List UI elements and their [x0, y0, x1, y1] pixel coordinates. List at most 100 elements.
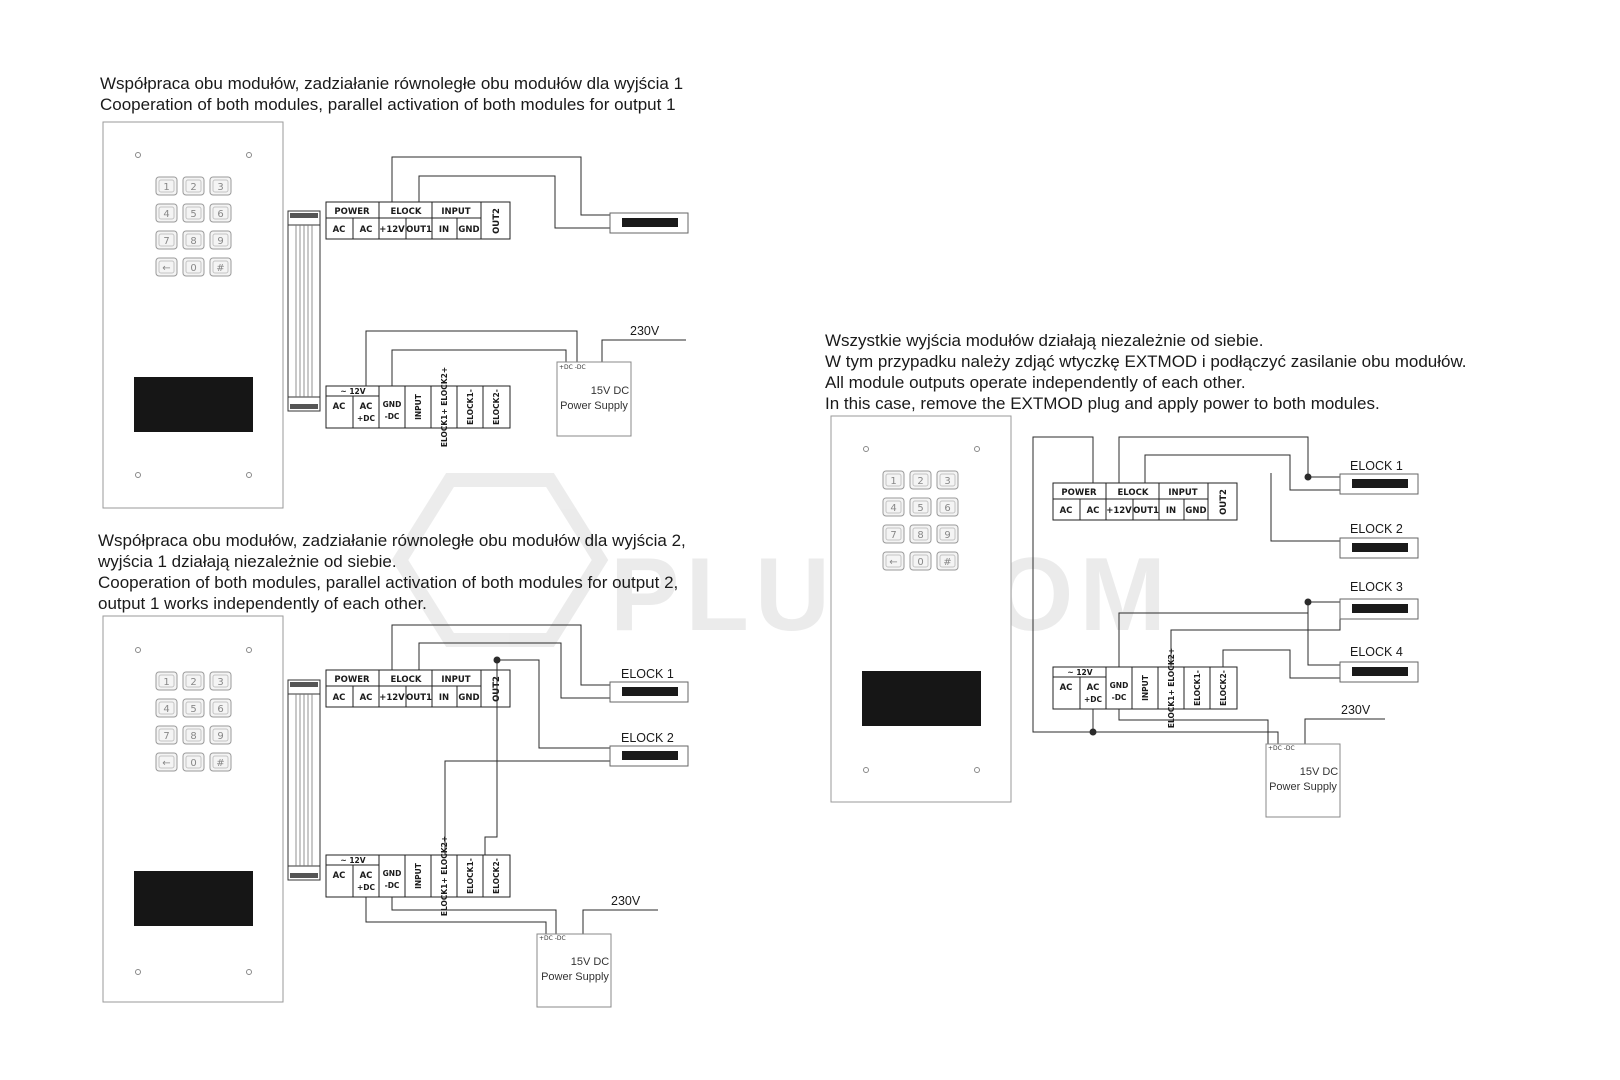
keypad-1-key-inner-1: [185, 179, 202, 193]
term-b-elockplus: ELOCK1+ ELOCK2+: [440, 367, 449, 447]
keypad-3-key-label-5: 6: [944, 503, 950, 514]
term-ac-header: ~ 12V: [1067, 668, 1092, 677]
keypad-3-key-2: [936, 470, 959, 490]
term-gnd: GND: [458, 693, 479, 703]
keypad-2-key-label-10: 0: [190, 758, 196, 769]
keypad-3-key-4: [909, 497, 932, 517]
keypad-1-key-label-10: 0: [190, 263, 196, 274]
electric-lock-3b: ELOCK 2: [1339, 522, 1419, 559]
term-b-ac-left: AC: [333, 871, 346, 881]
keypad-3-key-6: [882, 524, 905, 544]
keypad-2-key-7: [182, 725, 205, 745]
term-b-ac-right: AC: [360, 402, 373, 412]
keypad-1-key-10: [182, 257, 205, 277]
term-b-input: INPUT: [414, 862, 423, 889]
keypad-2-key-9: [155, 752, 178, 772]
wires-1: [365, 156, 686, 386]
term-in: IN: [1166, 506, 1176, 516]
term-b-gnd: GND: [1110, 681, 1129, 690]
elock-label-3-4: ELOCK 4: [1350, 645, 1403, 659]
psu-voltage-1: 15V DC: [591, 385, 630, 397]
keypad-1-key-label-9: ←: [162, 263, 170, 274]
term-ac-1: AC: [1060, 506, 1073, 516]
elock-label-3-3: ELOCK 3: [1350, 580, 1403, 594]
term-12v: +12V: [379, 225, 405, 235]
diagram-3-caption-en: All module outputs operate independently…: [825, 373, 1380, 413]
keypad-2-key-label-1: 2: [190, 677, 196, 688]
keypad-1-key-inner-4: [185, 206, 202, 220]
display-2: [134, 871, 253, 926]
keypad-3-key-inner-5: [939, 500, 956, 514]
term-out1: OUT1: [406, 693, 432, 703]
term-b-gnd: GND: [383, 400, 402, 409]
keypad-1-key-label-7: 8: [190, 236, 196, 247]
keypad-2-key-label-7: 8: [190, 731, 196, 742]
keypad-1-key-label-0: 1: [163, 182, 169, 193]
keypad-3-key-10: [909, 551, 932, 571]
keypad-2-key-inner-1: [185, 674, 202, 688]
keypad-1-key-inner-5: [212, 206, 229, 220]
term-12v: +12V: [379, 693, 405, 703]
term-b-ac-left: AC: [1060, 683, 1073, 693]
term-b-elock2minus: ELOCK2-: [492, 389, 501, 425]
term-b-input: INPUT: [414, 393, 423, 420]
voltage-label-3: 230V: [1341, 703, 1371, 717]
term-power: POWER: [334, 207, 370, 217]
term-b-ac-right: AC: [360, 871, 373, 881]
keypad-2-key-inner-6: [158, 728, 175, 742]
keypad-2-key-inner-9: [158, 755, 175, 769]
term-elock: ELOCK: [1118, 488, 1149, 498]
keypad-3-key-inner-3: [885, 500, 902, 514]
diagram-2-caption-pl: Współpraca obu modułów, zadziałanie równ…: [97, 531, 686, 571]
keypad-2-key-4: [182, 698, 205, 718]
term-out2: OUT2: [492, 208, 502, 234]
keypad-2-key-label-6: 7: [163, 731, 169, 742]
keypad-1-key-label-6: 7: [163, 236, 169, 247]
keypad-3-key-inner-6: [885, 527, 902, 541]
diagram-3-caption-pl: Wszystkie wyjścia modułów działają nieza…: [825, 331, 1467, 371]
keypad-3-key-inner-7: [912, 527, 929, 541]
term-b-elock1minus: ELOCK1-: [1193, 670, 1202, 706]
diagram-3: Wszystkie wyjścia modułów działają nieza…: [825, 331, 1467, 818]
keypad-2-key-inner-3: [158, 701, 175, 715]
keypad-2-key-2: [209, 671, 232, 691]
keypad-3-key-label-4: 5: [917, 503, 923, 514]
keypad-1-key-0: [155, 176, 178, 196]
keypad-2-key-label-2: 3: [217, 677, 223, 688]
keypad-2-key-6: [155, 725, 178, 745]
term-out1: OUT1: [406, 225, 432, 235]
term-in: IN: [439, 225, 449, 235]
term-gnd: GND: [1185, 506, 1206, 516]
term-out1: OUT1: [1133, 506, 1159, 516]
keypad-3-key-label-11: #: [943, 557, 951, 568]
term-elock: ELOCK: [391, 675, 422, 685]
keypad-3-key-label-9: ←: [889, 557, 897, 568]
keypad-3-key-label-2: 3: [944, 476, 950, 487]
power-supply-3: 230V +DC -DC 15V DC Power Supply: [1265, 703, 1371, 818]
keypad-1-key-7: [182, 230, 205, 250]
keypad-2-key-inner-5: [212, 701, 229, 715]
keypad-2-key-8: [209, 725, 232, 745]
term-12v: +12V: [1106, 506, 1132, 516]
wire-junction-3b: [1304, 598, 1312, 606]
keypad-2-key-inner-11: [212, 755, 229, 769]
psu-label-1: Power Supply: [560, 400, 628, 412]
keypad-2-key-inner-0: [158, 674, 175, 688]
term-ac-2: AC: [360, 225, 373, 235]
wires-2: [365, 624, 658, 934]
keypad-3-key-label-10: 0: [917, 557, 923, 568]
psu-terminals-1: +DC -DC: [559, 364, 586, 371]
psu-label-2: Power Supply: [541, 971, 609, 983]
terminal-block-top-1: POWER ELOCK INPUT OUT2 AC AC +12V OUT1 I…: [325, 201, 511, 240]
term-b-elock1minus: ELOCK1-: [466, 389, 475, 425]
display-1: [134, 377, 253, 432]
term-ac-2: AC: [360, 693, 373, 703]
diagram-1: Współpraca obu modułów, zadziałanie równ…: [100, 74, 689, 509]
term-b-dcminus: -DC: [385, 881, 400, 890]
keypad-3-key-inner-10: [912, 554, 929, 568]
term-b-elockplus: ELOCK1+ ELOCK2+: [1167, 648, 1176, 728]
wire-junction-2: [493, 656, 501, 664]
keypad-1-key-2: [209, 176, 232, 196]
